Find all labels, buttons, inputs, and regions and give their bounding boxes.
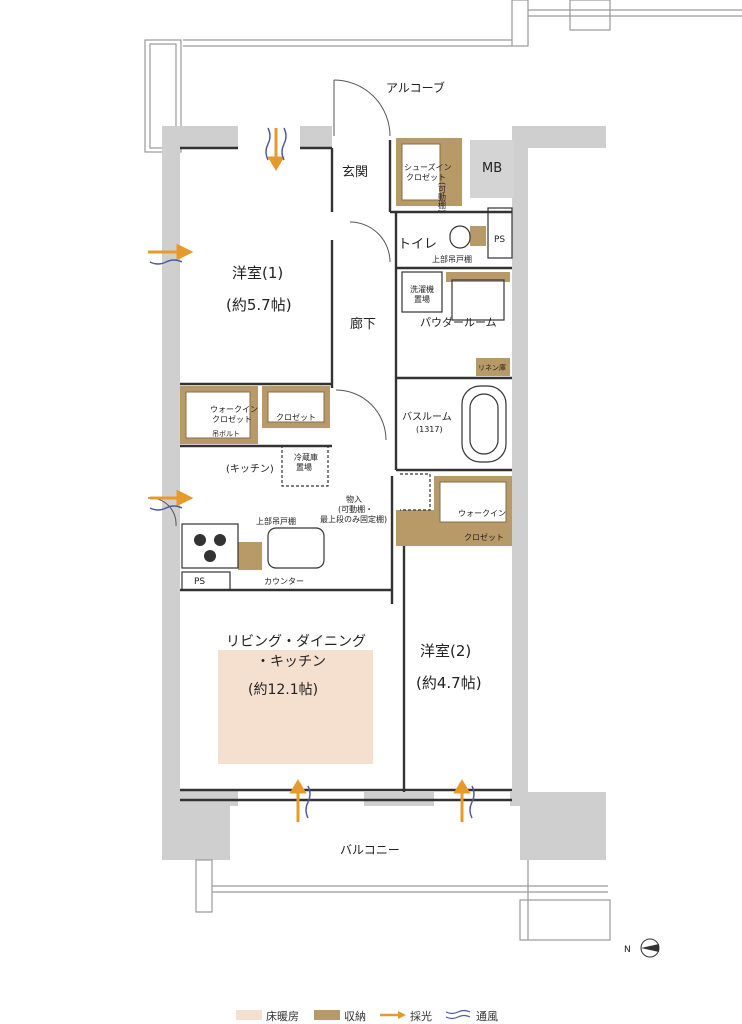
label-fridge-1: 冷蔵庫: [294, 452, 318, 462]
label-hallway: 廊下: [350, 316, 376, 332]
label-walkin2-2: クロゼット: [464, 532, 504, 542]
upper-railing: [144, 0, 742, 153]
legend-heating-swatch: [236, 1010, 262, 1020]
label-storage-3: 最上段のみ固定棚): [320, 514, 387, 524]
light-arrows: [148, 128, 471, 822]
label-kitchen: (キッチン): [226, 463, 274, 475]
label-shoes-closet-2: クロゼット: [406, 172, 446, 182]
legend-ventilation-label: 通風: [476, 1010, 498, 1023]
label-closet: クロゼット: [276, 412, 316, 422]
room-labels: アルコーブ 玄関 シューズイン クロゼット (可動棚) MB トイレ PS 上部…: [194, 80, 506, 857]
label-entrance: 玄関: [342, 165, 368, 180]
label-western2-size: (約4.7帖): [416, 674, 482, 692]
label-ldk-1: リビング・ダイニング: [226, 634, 366, 650]
mb-box: [470, 140, 514, 198]
label-walkin1-1: ウォークイン: [210, 405, 258, 414]
label-walkin1-2: クロゼット: [212, 414, 252, 424]
label-balcony: バルコニー: [340, 843, 400, 857]
label-ps-top: PS: [494, 235, 505, 245]
label-western1-name: 洋室(1): [232, 264, 283, 282]
label-storage-1: 物入: [346, 494, 362, 504]
label-ps-kitchen: PS: [194, 577, 205, 587]
label-alcove: アルコーブ: [386, 80, 445, 95]
stove-burners: [194, 534, 226, 562]
label-toilet: トイレ: [398, 237, 437, 252]
label-upper-cabinet-toilet: 上部吊戸棚: [432, 254, 472, 264]
legend-heating-label: 床暖房: [266, 1010, 299, 1023]
label-counter: カウンター: [264, 577, 304, 586]
label-powder-room: パウダールーム: [420, 315, 497, 329]
label-washer-1: 洗濯機: [410, 284, 434, 294]
label-fridge-2: 置場: [296, 462, 312, 472]
label-storage-2: (可動棚・: [338, 504, 373, 514]
label-hanger-pole: 吊ボルト: [212, 430, 240, 438]
legend-storage-label: 収納: [344, 1010, 366, 1023]
label-western1-size: (約5.7帖): [226, 296, 292, 314]
legend-swatches: [236, 1009, 471, 1020]
label-ldk-size: (約12.1帖): [248, 682, 318, 698]
label-bath-size: (1317): [416, 425, 443, 434]
storage-inner: [185, 143, 507, 523]
compass-icon: N: [624, 938, 660, 958]
label-upper-cabinet-kitchen: 上部吊戸棚: [256, 516, 296, 526]
label-mb: MB: [482, 161, 502, 176]
label-washer-2: 置場: [414, 294, 430, 304]
compass-label: N: [624, 945, 631, 955]
fixtures: [181, 207, 513, 591]
balcony-railing: [195, 859, 611, 941]
label-ldk-2: ・キッチン: [256, 654, 326, 670]
label-movable-shelf: (可動棚): [438, 182, 447, 212]
floor-heating-area: [218, 650, 373, 764]
label-western2-name: 洋室(2): [420, 642, 471, 660]
vent-marks: [149, 127, 475, 819]
label-walkin2-1: ウォークイン: [458, 509, 506, 518]
label-linen: リネン庫: [478, 363, 506, 372]
legend-storage-swatch: [314, 1010, 340, 1020]
legend-light-label: 採光: [410, 1010, 432, 1023]
legend-vent-icon: [445, 1009, 471, 1015]
label-bathroom: バスルーム: [402, 411, 452, 423]
label-shoes-closet-1: シューズイン: [404, 162, 452, 172]
